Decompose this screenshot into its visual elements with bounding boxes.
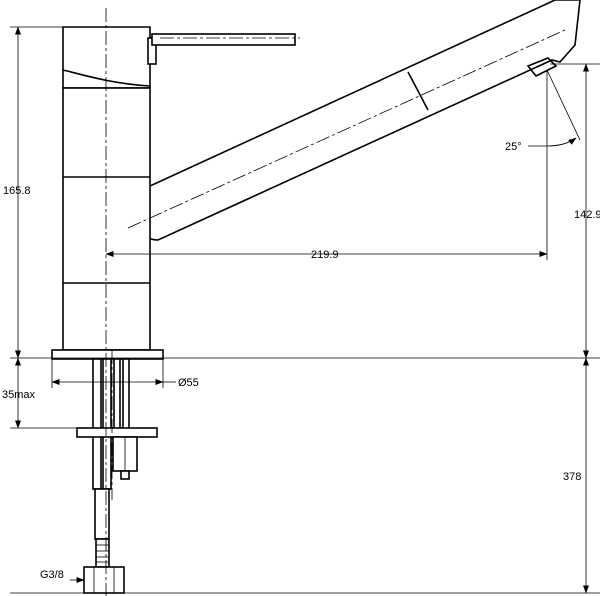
angle-arc [546,137,577,147]
hose-length-label: 378 [563,471,581,483]
spout-centerline [127,29,566,229]
faucet-outline [51,0,581,594]
hose-ferrule [95,538,110,568]
thread-label: G3/8 [40,569,64,581]
hose-right [102,358,112,490]
threaded-stud-2 [122,358,130,432]
dimension-labels: 165.8 142.9 219.9 25° Ø55 35max 378 G3/8 [2,141,600,581]
spout-reach-label: 219.9 [311,249,339,261]
spout-height-label: 142.9 [574,209,600,221]
base-diameter-label: Ø55 [178,377,199,389]
centerlines [105,8,566,596]
lever-housing [62,26,151,89]
spout-joint-line [407,71,429,111]
total-height-label: 165.8 [3,185,31,197]
hose-left [92,358,102,490]
housing-curve [62,69,151,87]
lever-handle [151,33,296,46]
aerator-outlet [526,57,558,78]
threaded-stud [113,358,121,432]
stud-end [120,470,130,480]
body-column [62,87,151,351]
flex-hose [94,488,110,540]
mounting-washer [76,427,158,438]
connection-nut [83,566,125,594]
max-thickness-label: 35max [2,389,36,401]
dimension-lines [10,26,600,594]
spout-angle-label: 25° [505,141,522,153]
